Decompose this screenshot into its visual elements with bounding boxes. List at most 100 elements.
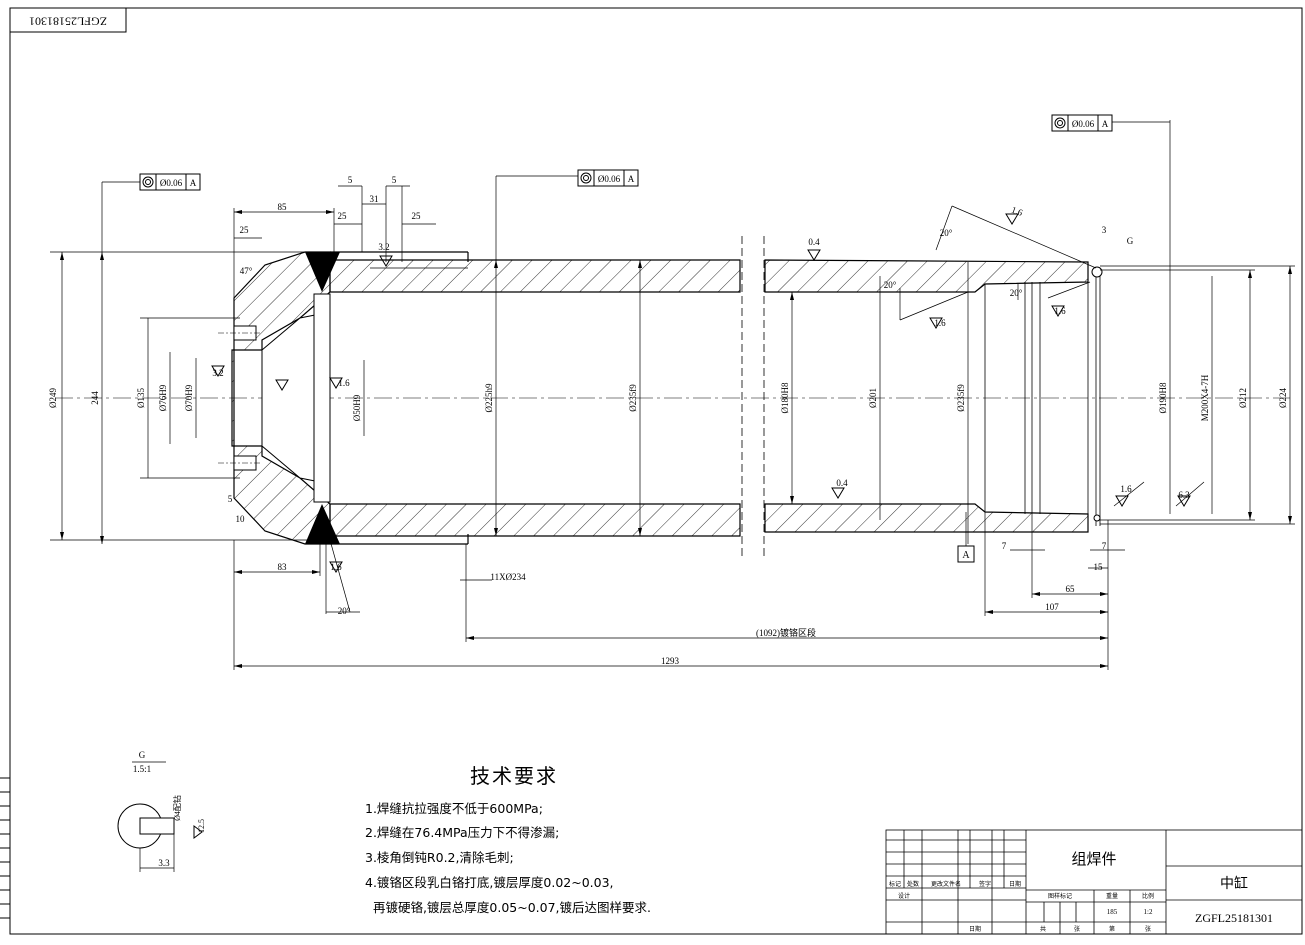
ang-20c: 20° <box>1010 288 1023 298</box>
dimension-lines <box>50 120 1295 763</box>
dim-235b: Ø235f9 <box>956 384 966 412</box>
detail-g-marker <box>1091 266 1103 278</box>
dim-201: Ø201 <box>868 388 878 408</box>
ang-20b: 20° <box>884 280 897 290</box>
rough-1.6e: 1.6 <box>338 378 350 388</box>
dim-235a: Ø235f9 <box>628 384 638 412</box>
tol2-value: Ø0.06 <box>598 174 621 184</box>
rough-1.6c: 1.6 <box>1054 306 1066 316</box>
dim-212: Ø212 <box>1238 388 1248 408</box>
datum-a-label: A <box>962 550 970 561</box>
dim-5a: 5 <box>348 175 353 185</box>
dim-1092: (1092)镀铬区段 <box>756 627 816 638</box>
dim-15: 15 <box>1094 562 1104 572</box>
dim-107: 107 <box>1045 602 1059 612</box>
detail-g-scale: 1.5:1 <box>133 764 151 774</box>
rotated-drawing-number: ZGFL25181301 <box>29 14 107 28</box>
tech-requirements-title: 技术要求 <box>470 764 558 788</box>
ang-20d: 20° <box>338 606 351 616</box>
tolerance-frame-1: Ø0.06 A <box>139 173 201 191</box>
tech-requirement-1: 1.焊缝抗拉强度不低于600MPa; <box>365 801 543 816</box>
tol2-datum: A <box>628 174 635 184</box>
detail-g-dim: 3.3 <box>158 858 170 868</box>
dimension-texts: 85 5 5 31 25 25 25 47° 3.2 0.4 0.4 1.6 1… <box>48 175 1288 666</box>
rough-0.4b: 0.4 <box>836 478 848 488</box>
dim-76: Ø76H9 <box>158 384 168 411</box>
tolerance-frame-2: Ø0.06 A <box>577 169 639 187</box>
title-block-texts: 组焊件 中缸 ZGFL25181301 185 1:2 标记 处数 更改文件名 … <box>889 850 1273 933</box>
dim-25c: 25 <box>240 225 250 235</box>
title-assembly: 组焊件 <box>1071 850 1116 868</box>
tech-requirement-3: 3.棱角倒钝R0.2,清除毛刺; <box>365 850 514 865</box>
roughness-symbols <box>193 213 1191 839</box>
dim-244: 244 <box>90 391 100 405</box>
dim-70: Ø70H9 <box>184 384 194 411</box>
rough-1.6b: 1.6 <box>934 318 946 328</box>
dim-180: Ø180H8 <box>780 382 790 413</box>
ang-20a: 20° <box>940 228 953 238</box>
tb-label-gong: 共 <box>1040 925 1046 933</box>
dim-5b: 5 <box>392 175 397 185</box>
detail-g: G 1.5:1 3.3 Ø4配钻 12.5 <box>117 750 206 872</box>
upper-tube-wall <box>329 259 741 293</box>
title-block <box>885 829 1303 935</box>
tb-label-biaoji: 标记 <box>889 880 901 888</box>
dim-224: Ø224 <box>1278 388 1288 408</box>
upper-tube-wall-right <box>764 259 1089 293</box>
dim-83: 83 <box>278 562 288 572</box>
weld-bottom <box>305 504 340 544</box>
detail-g-note: Ø4配钻 <box>172 795 182 821</box>
rough-3.2a: 3.2 <box>378 242 389 252</box>
tol3-value: Ø0.06 <box>1072 119 1095 129</box>
dim-5c: 5 <box>228 494 233 504</box>
tb-label-zhang2: 张 <box>1145 925 1151 933</box>
dim-10: 10 <box>236 514 246 524</box>
rough-3.2c: 3.2 <box>212 368 223 378</box>
tb-label-qianzi: 签字 <box>979 880 991 888</box>
dim-85: 85 <box>278 202 288 212</box>
dim-7b: 7 <box>1102 541 1107 551</box>
tb-label-zhang1: 张 <box>1074 925 1080 933</box>
tb-label-chushu: 处数 <box>907 880 919 888</box>
tech-requirement-4: 4.镀铬区段乳白铬打底,镀层厚度0.02~0.03, <box>365 875 614 890</box>
tb-label-di: 第 <box>1109 925 1115 933</box>
end-cap-recess <box>313 293 331 503</box>
tol3-datum: A <box>1102 119 1109 129</box>
tb-label-zhongliang: 重量 <box>1106 892 1118 900</box>
dim-225: Ø225h9 <box>484 383 494 412</box>
dim-7a: 7 <box>1002 541 1007 551</box>
tb-label-riqi: 日期 <box>1009 880 1021 888</box>
arrowheads <box>60 210 1292 668</box>
left-ruler-ticks <box>0 777 10 919</box>
tb-label-genggai: 更改文件名 <box>931 880 961 888</box>
dim-50: Ø50H9 <box>352 394 362 421</box>
rough-0.4a: 0.4 <box>808 237 820 247</box>
tb-label-sheji: 设计 <box>898 892 910 900</box>
dim-31: 31 <box>370 194 379 204</box>
tech-requirement-2: 2.焊缝在76.4MPa压力下不得渗漏; <box>365 825 560 840</box>
weld-top <box>305 252 340 292</box>
dim-25b: 25 <box>412 211 422 221</box>
thread-region <box>984 262 1101 532</box>
detail-g-rough: 12.5 <box>197 819 206 833</box>
rough-1.6f: 1.6 <box>330 562 342 572</box>
title-part-name: 中缸 <box>1220 875 1248 892</box>
dim-m200: M200X4-7H <box>1200 374 1210 421</box>
drawing-border <box>9 7 1303 935</box>
dim-3: 3 <box>1102 225 1107 235</box>
dim-65: 65 <box>1066 584 1076 594</box>
dim-1293: 1293 <box>661 656 680 666</box>
dim-190: Ø190H8 <box>1158 382 1168 413</box>
title-scale: 1:2 <box>1144 908 1153 916</box>
label-g: G <box>1127 236 1134 246</box>
title-weight: 185 <box>1107 908 1118 916</box>
rotated-number-box <box>9 7 127 33</box>
rough-6.3: 6.3 <box>1178 490 1190 500</box>
datum-a-box <box>957 545 975 563</box>
tb-label-tuyang: 图样标记 <box>1048 892 1072 900</box>
lower-tube-wall-right <box>764 503 1089 533</box>
dim-25a: 25 <box>338 211 348 221</box>
dim-249: Ø249 <box>48 388 58 408</box>
tb-label-bili: 比例 <box>1142 892 1154 900</box>
